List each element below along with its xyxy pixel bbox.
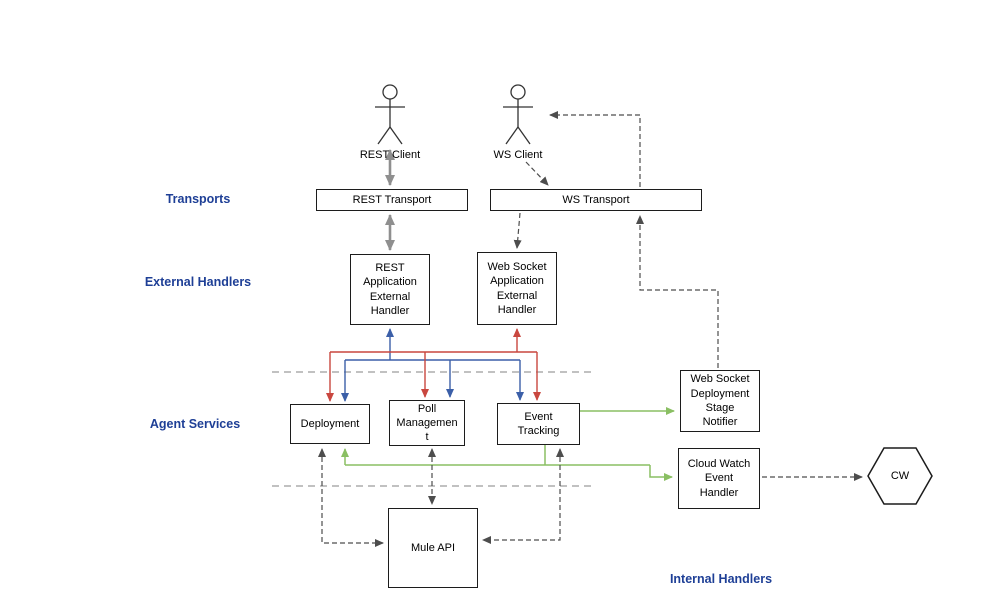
node-poll-management: Poll Managemen t — [389, 400, 465, 446]
edge-event-tracking-mule-api — [482, 448, 564, 544]
node-rest-transport: REST Transport — [316, 189, 468, 211]
actor-rest-client-figure — [375, 84, 405, 145]
node-event-tracking: Event Tracking — [497, 403, 580, 445]
actor-label-rest-client: REST Client — [359, 149, 421, 161]
section-label-external-handlers: External Handlers — [144, 275, 252, 289]
node-web-socket-deployment-stage-notifier: Web Socket Deployment Stage Notifier — [680, 370, 760, 432]
edge-ws-transport-ws-handler — [513, 212, 522, 249]
node-rest-application-external-handler: REST Application External Handler — [350, 254, 430, 325]
edge-deployment-mule-api — [318, 448, 384, 547]
node-cloud-watch-event-handler: Cloud Watch Event Handler — [678, 448, 760, 509]
actor-label-ws-client: WS Client — [493, 149, 543, 161]
node-deployment: Deployment — [290, 404, 370, 444]
section-label-agent-services: Agent Services — [149, 417, 241, 431]
node-web-socket-application-external-handler: Web Socket Application External Handler — [477, 252, 557, 325]
section-label-internal-handlers: Internal Handlers — [669, 572, 773, 586]
edge-blue-rest-handler-agents — [341, 328, 524, 402]
node-cw: CW — [890, 470, 910, 482]
section-label-transports: Transports — [165, 192, 231, 206]
edge-red-ws-handler-agents — [326, 328, 541, 402]
actor-ws-client-figure — [503, 84, 533, 145]
cw-hexagon — [867, 447, 933, 505]
edge-ws-transport-ws-client — [549, 111, 641, 187]
edge-ws-client-ws-transport — [525, 161, 549, 186]
node-mule-api: Mule API — [388, 508, 478, 588]
edge-notifier-ws-transport — [636, 215, 719, 368]
node-ws-transport: WS Transport — [490, 189, 702, 211]
